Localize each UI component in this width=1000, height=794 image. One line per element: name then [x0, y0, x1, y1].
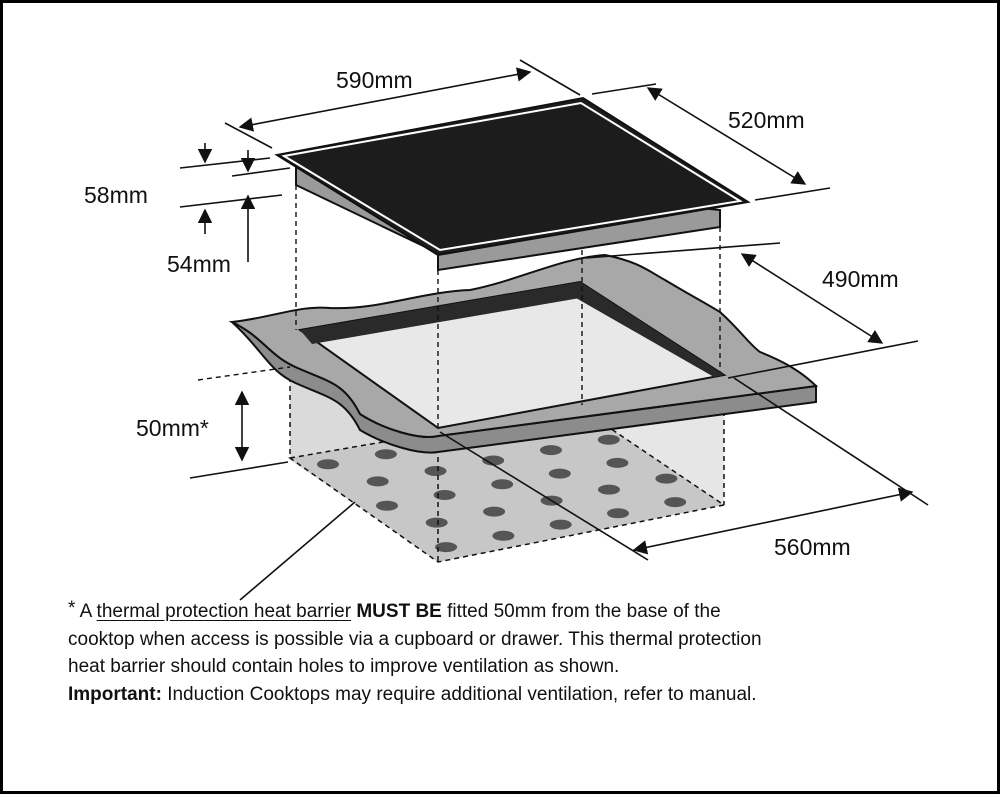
vent-hole — [549, 519, 572, 530]
cutout-inner-wall-right — [576, 282, 724, 377]
vent-hole — [655, 473, 678, 484]
cutout-depth-label: 490mm — [822, 266, 899, 292]
vent-hole — [664, 497, 687, 508]
note-line-3: heat barrier should contain holes to imp… — [68, 656, 620, 677]
width-label: 590mm — [336, 67, 413, 93]
must-be-emphasis: MUST BE — [356, 601, 442, 622]
body-height-label: 54mm — [167, 251, 231, 277]
asterisk: * — [68, 598, 76, 619]
note-important: Important: Induction Cooktops may requir… — [68, 683, 757, 705]
vent-hole — [492, 530, 515, 541]
barrier-gap-label: 50mm* — [136, 415, 209, 441]
vent-hole — [598, 484, 620, 495]
vent-hole — [548, 468, 571, 479]
vent-hole — [366, 476, 389, 487]
barrier-term: thermal protection heat barrier — [96, 601, 352, 622]
vent-hole — [376, 500, 398, 511]
total-height-label: 58mm — [84, 182, 148, 208]
vent-hole — [433, 490, 456, 500]
vent-hole — [374, 449, 397, 460]
cutout-width-label: 560mm — [774, 534, 851, 560]
vent-hole — [425, 517, 448, 528]
vent-hole — [597, 434, 620, 445]
installation-note: * A thermal protection heat barrier MUST… — [68, 598, 968, 708]
vent-hole — [482, 455, 505, 466]
vent-hole — [435, 542, 458, 553]
cutout-inner-wall-back — [300, 282, 580, 344]
note-line-1: * A thermal protection heat barrier MUST… — [68, 598, 721, 622]
important-label: Important: — [68, 683, 162, 705]
vent-hole — [607, 508, 629, 519]
note-line-2: cooktop when access is possible via a cu… — [68, 628, 762, 650]
vent-hole — [491, 479, 514, 490]
vent-hole — [606, 457, 629, 468]
vent-hole — [317, 459, 339, 470]
vent-hole — [483, 506, 506, 517]
vent-hole — [424, 466, 447, 476]
vent-hole — [540, 445, 562, 456]
depth-label: 520mm — [728, 107, 805, 133]
